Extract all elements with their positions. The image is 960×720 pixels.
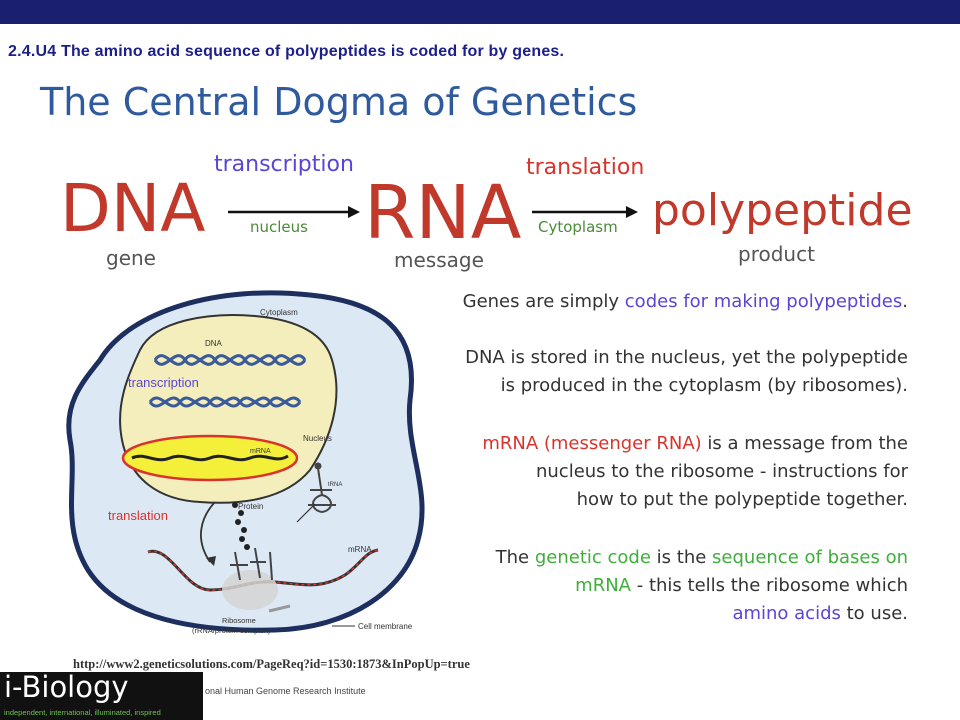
translation-arrow bbox=[532, 206, 638, 218]
nucleus-location-label: nucleus bbox=[250, 218, 308, 236]
gene-label: gene bbox=[106, 246, 156, 270]
p4-genetic-code: genetic code bbox=[534, 547, 651, 568]
p4-f: - this tells the ribosome which bbox=[631, 575, 908, 596]
translation-arrow-curve bbox=[200, 501, 216, 563]
transcription-arrow bbox=[228, 206, 360, 218]
p1-text: Genes are simply bbox=[462, 291, 625, 312]
logo-tagline: independent, international, illuminated,… bbox=[4, 708, 161, 717]
translation-label: translation bbox=[526, 155, 645, 180]
mrna-inner-label: mRNA bbox=[250, 448, 271, 455]
polypeptide-word: polypeptide bbox=[652, 185, 913, 236]
ribosome-diagram-label: Ribosome bbox=[222, 616, 256, 625]
p4-sequence: sequence of bases on bbox=[712, 547, 908, 568]
dna-helix bbox=[148, 354, 307, 408]
trna-diagram-label: tRNA bbox=[328, 482, 342, 488]
cytoplasm-location-label: Cytoplasm bbox=[538, 218, 618, 236]
rna-word: RNA bbox=[364, 170, 522, 256]
nucleus-diagram-label: Nucleus bbox=[303, 434, 332, 443]
p1-end: . bbox=[902, 291, 908, 312]
p2-line1: DNA is stored in the nucleus, yet the po… bbox=[465, 347, 908, 368]
cytoplasm-diagram-label: Cytoplasm bbox=[260, 308, 298, 317]
paragraph-mrna: mRNA (messenger RNA) is a message from t… bbox=[388, 430, 908, 514]
transcription-diagram-label: transcription bbox=[128, 375, 199, 390]
translation-diagram-label: translation bbox=[108, 508, 168, 523]
p2-line2: is produced in the cytoplasm (by ribosom… bbox=[500, 375, 908, 396]
p4-amino-acids: amino acids bbox=[732, 603, 841, 624]
mrna-diagram-label: mRNA bbox=[348, 545, 372, 554]
ribosome-sub-label: (rRNA/protein complex) bbox=[192, 626, 271, 635]
p3-line3: how to put the polypeptide together. bbox=[576, 489, 908, 510]
logo-name: i-Biology bbox=[4, 670, 129, 704]
image-credit: onal Human Genome Research Institute bbox=[205, 686, 366, 696]
message-label: message bbox=[394, 248, 484, 272]
trna-on-ribosome bbox=[230, 547, 273, 581]
cell-membrane-label: Cell membrane bbox=[358, 622, 413, 631]
product-label: product bbox=[738, 242, 815, 266]
p4-h: to use. bbox=[840, 603, 908, 624]
paragraph-dna-nucleus: DNA is stored in the nucleus, yet the po… bbox=[388, 344, 908, 400]
p4-a: The bbox=[495, 547, 535, 568]
dna-word: DNA bbox=[60, 170, 206, 247]
p4-mrna: mRNA bbox=[575, 575, 631, 596]
i-biology-logo: i-Biology independent, international, il… bbox=[0, 670, 203, 720]
paragraph-genetic-code: The genetic code is the sequence of base… bbox=[388, 544, 908, 628]
p3-highlight: mRNA (messenger RNA) bbox=[482, 433, 702, 454]
source-url: http://www2.geneticsolutions.com/PageReq… bbox=[73, 657, 470, 671]
p4-c: is the bbox=[650, 547, 713, 568]
ribosome-shape bbox=[222, 570, 278, 610]
transcription-label: transcription bbox=[214, 152, 354, 177]
p3-line1-rest: is a message from the bbox=[701, 433, 908, 454]
top-banner bbox=[0, 0, 960, 24]
trna-shape bbox=[308, 462, 336, 514]
objective-heading: 2.4.U4 The amino acid sequence of polype… bbox=[8, 43, 565, 60]
paragraph-genes: Genes are simply codes for making polype… bbox=[388, 288, 908, 316]
p1-highlight: codes for making polypeptides bbox=[624, 291, 903, 312]
slide-title: The Central Dogma of Genetics bbox=[40, 80, 638, 124]
p3-line2: nucleus to the ribosome - instructions f… bbox=[535, 461, 908, 482]
protein-diagram-label: Protein bbox=[238, 502, 263, 511]
cell-diagram: Cytoplasm DNA transcription mRNA Nucleus… bbox=[66, 290, 425, 635]
mrna-strand-inner bbox=[131, 454, 289, 462]
protein-chain bbox=[232, 502, 250, 550]
dna-diagram-label: DNA bbox=[205, 339, 223, 348]
